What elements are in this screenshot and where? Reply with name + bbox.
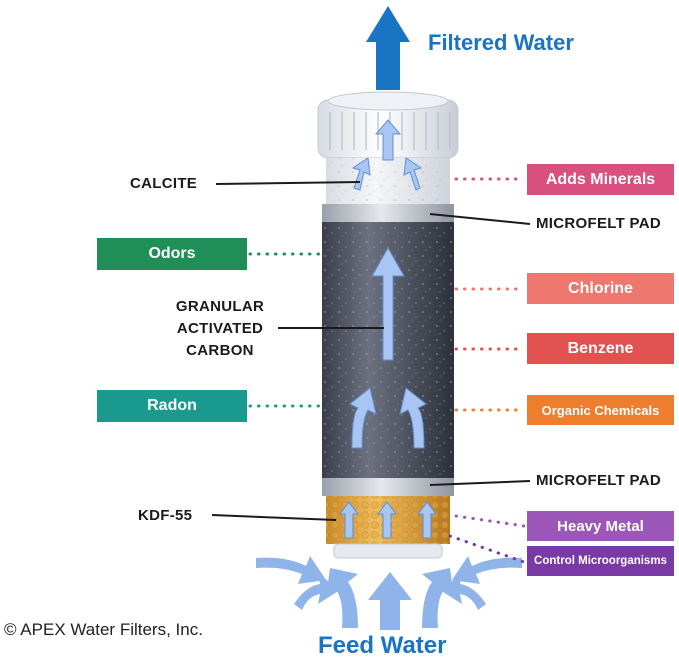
arrow-up-icon — [377, 501, 397, 539]
heavy-metal-box: Heavy Metal — [527, 511, 674, 541]
microfelt-pad-top-label: MICROFELT PAD — [536, 215, 661, 232]
filtered-water-arrow-icon — [366, 6, 410, 90]
microfelt-pad-bottom-label: MICROFELT PAD — [536, 472, 661, 489]
arrow-up-icon — [374, 119, 402, 161]
arrow-left-icon — [452, 556, 522, 584]
gac-label-line3: CARBON — [186, 342, 254, 359]
arrow-up-right-icon — [294, 574, 340, 610]
leader-lines — [211, 181, 531, 521]
gac-label-line1: GRANULAR — [175, 298, 265, 315]
control-microorganisms-box: Control Microorganisms — [527, 546, 674, 576]
arrow-up-icon — [339, 501, 359, 539]
gac-label: GRANULAR ACTIVATED CARBON — [160, 296, 280, 362]
dotted-connectors — [248, 177, 526, 564]
copyright-notice: © APEX Water Filters, Inc. — [4, 620, 203, 639]
arrow-up-right-icon — [326, 568, 358, 628]
feed-water-title: Feed Water — [318, 632, 447, 659]
flow-arrows — [339, 119, 437, 539]
kdf-55-label: KDF-55 — [138, 507, 193, 524]
benzene-box: Benzene — [527, 333, 674, 364]
organic-chemicals-box: Organic Chemicals — [527, 395, 674, 425]
microfelt-pad-bottom — [322, 478, 454, 496]
arrow-up-left-icon — [422, 568, 454, 628]
arrow-up-right-icon — [399, 387, 427, 449]
calcite-label: CALCITE — [130, 175, 198, 192]
arrow-up-right-icon — [403, 157, 423, 191]
adds-minerals-box: Adds Minerals — [527, 164, 674, 195]
arrow-up-left-icon — [349, 387, 377, 449]
feed-water-arrows — [256, 556, 522, 630]
chlorine-box: Chlorine — [527, 273, 674, 304]
arrow-up-icon — [417, 501, 437, 539]
arrow-up-left-icon — [440, 574, 486, 610]
bottom-cap — [333, 543, 443, 559]
arrow-up-icon — [368, 572, 412, 630]
arrow-up-icon — [371, 246, 405, 361]
odors-box: Odors — [97, 238, 247, 270]
microfelt-pad-top — [322, 204, 454, 222]
filtered-water-title: Filtered Water — [428, 30, 574, 55]
gac-label-line2: ACTIVATED — [176, 320, 264, 337]
arrow-right-icon — [256, 556, 326, 584]
radon-box: Radon — [97, 390, 247, 422]
